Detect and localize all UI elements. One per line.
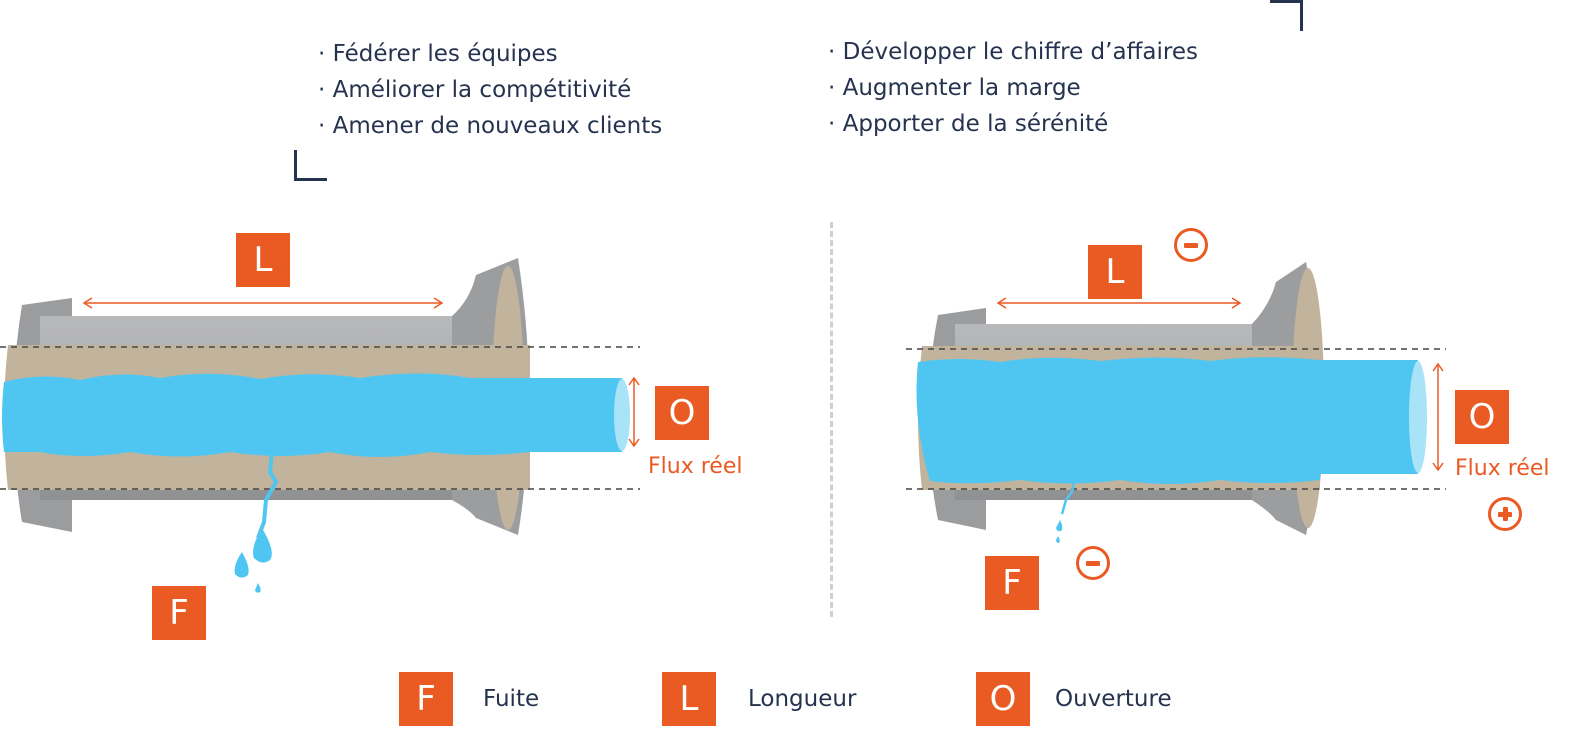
opening-badge: O [655,386,709,440]
minus-icon [1076,546,1110,580]
legend-badge-length: L [662,672,716,726]
water-drop-icon [255,583,261,593]
length-badge: L [236,233,290,287]
leak-crack [256,451,279,539]
benefit-item: Développer le chiffre d’affaires [828,34,1198,70]
water-drop-icon [1056,536,1060,543]
panel-divider [830,222,833,617]
legend-badge-opening: O [976,672,1030,726]
leak-badge: F [152,586,206,640]
benefit-item: Améliorer la compétitivité [318,72,662,108]
benefit-item: Amener de nouveaux clients [318,108,663,144]
flow-label: Flux réel [1455,456,1550,481]
flow-label: Flux réel [648,454,743,479]
legend-label-leak: Fuite [483,686,540,712]
water-drop-icon [1056,520,1063,532]
corner-bracket-top-right [1270,0,1303,31]
corner-bracket-bottom-left [294,150,327,181]
leak-crack [1060,480,1076,515]
opening-badge: O [1455,390,1509,444]
pipe-left [0,258,640,593]
water-flow [916,357,1320,484]
pipe-right [906,262,1446,543]
water-flow [2,373,530,457]
water-drop-icon [234,552,249,578]
legend-badge-leak: F [399,672,453,726]
water-drop-icon [253,528,272,563]
legend-label-length: Longueur [748,686,857,712]
benefits-list-right: Développer le chiffre d’affaires Augment… [828,34,1198,142]
legend-label-opening: Ouverture [1055,686,1172,712]
leak-badge: F [985,556,1039,610]
minus-icon [1174,228,1208,262]
benefits-list-left: Fédérer les équipes Améliorer la compéti… [318,36,663,144]
water-outflow [1315,360,1424,474]
plus-icon [1488,497,1522,531]
benefit-item: Apporter de la sérénité [828,106,1198,142]
water-outflow [525,378,628,452]
length-badge: L [1088,245,1142,299]
benefit-item: Fédérer les équipes [318,36,662,72]
benefit-item: Augmenter la marge [828,70,1198,106]
